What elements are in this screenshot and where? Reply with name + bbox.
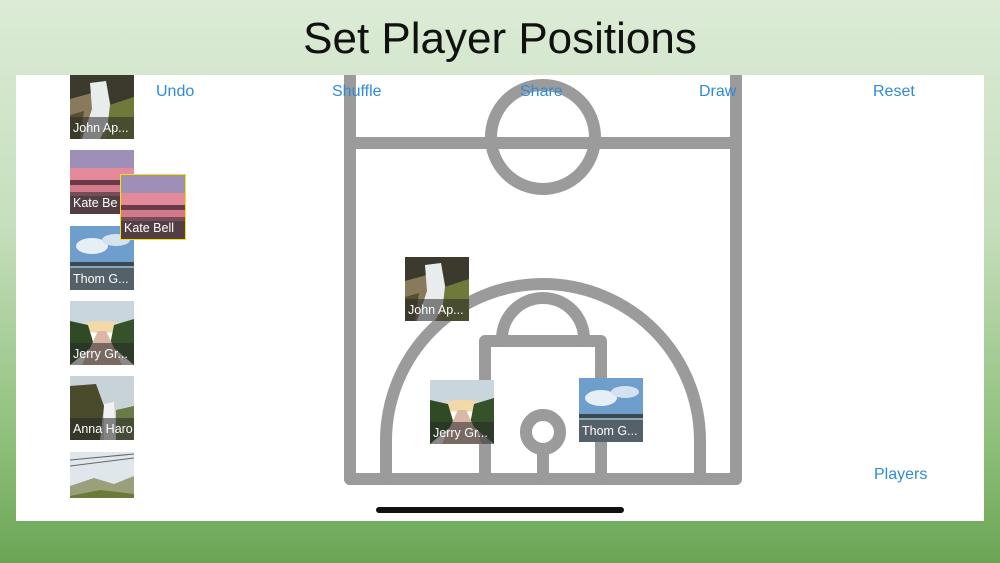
player-name: Jerry Gr... [430, 422, 494, 444]
free-throw-circle [496, 292, 590, 345]
center-circle [485, 79, 601, 195]
player-name: Kate Be [70, 192, 134, 214]
player-name: Thom G... [579, 420, 643, 442]
three-point-arc [380, 278, 706, 485]
player-name: Thom G... [70, 268, 134, 290]
player-name: John Ap... [70, 117, 134, 139]
court-player-tile[interactable]: John Ap... [405, 257, 469, 321]
players-button[interactable]: Players [874, 466, 928, 483]
player-name: John Ap... [405, 299, 469, 321]
player-name: Anna Haro [70, 418, 134, 440]
player-name: Jerry Gr... [70, 343, 134, 365]
app-screen: Undo Shuffle Share Draw Reset Players Jo… [16, 75, 984, 521]
share-button[interactable]: Share [520, 83, 563, 100]
draw-button[interactable]: Draw [699, 83, 737, 100]
court-player-tile[interactable]: Thom G... [579, 378, 643, 442]
dragging-player-tile[interactable]: Kate Bell [120, 174, 186, 240]
page-title: Set Player Positions [303, 14, 697, 63]
court-player-tile[interactable]: Jerry Gr... [430, 380, 494, 444]
player-name: Kate Bell [121, 217, 185, 239]
roster-player-tile[interactable]: Jerry Gr... [70, 301, 134, 365]
undo-button[interactable]: Undo [156, 83, 195, 100]
hills-photo [70, 452, 134, 498]
roster-player-tile[interactable]: John Ap... [70, 75, 134, 139]
home-indicator[interactable] [376, 507, 624, 513]
roster-player-tile[interactable]: Anna Haro [70, 376, 134, 440]
basketball-court[interactable] [16, 75, 984, 521]
roster-player-tile[interactable]: Thom G... [70, 226, 134, 290]
shuffle-button[interactable]: Shuffle [332, 83, 382, 100]
reset-button[interactable]: Reset [873, 83, 915, 100]
roster-player-tile[interactable] [70, 452, 134, 498]
